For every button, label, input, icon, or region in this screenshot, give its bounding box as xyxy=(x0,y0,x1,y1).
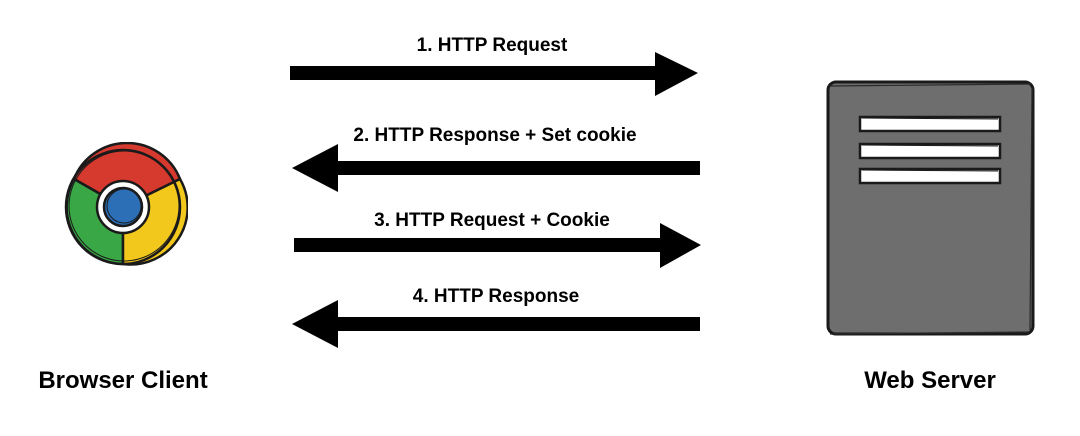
message-label-3: 3. HTTP Request + Cookie xyxy=(374,210,610,231)
browser-client-label: Browser Client xyxy=(38,367,208,394)
message-label-1: 1. HTTP Request xyxy=(416,35,568,56)
message-arrows xyxy=(290,52,701,348)
message-label-4: 4. HTTP Response xyxy=(412,286,580,307)
message-label-2: 2. HTTP Response + Set cookie xyxy=(353,125,637,146)
arrow-step-1 xyxy=(290,52,698,96)
arrow-step-4 xyxy=(292,300,700,348)
chrome-blue-center xyxy=(102,186,144,228)
arrow-step-2 xyxy=(292,144,700,192)
server-stripe-1 xyxy=(858,115,1002,133)
server-stripe-2 xyxy=(858,142,1002,160)
web-server-label: Web Server xyxy=(864,367,996,394)
server-icon xyxy=(826,80,1035,336)
chrome-logo-icon xyxy=(64,142,188,266)
server-stripe-3 xyxy=(858,167,1002,185)
arrow-step-3 xyxy=(294,223,701,268)
